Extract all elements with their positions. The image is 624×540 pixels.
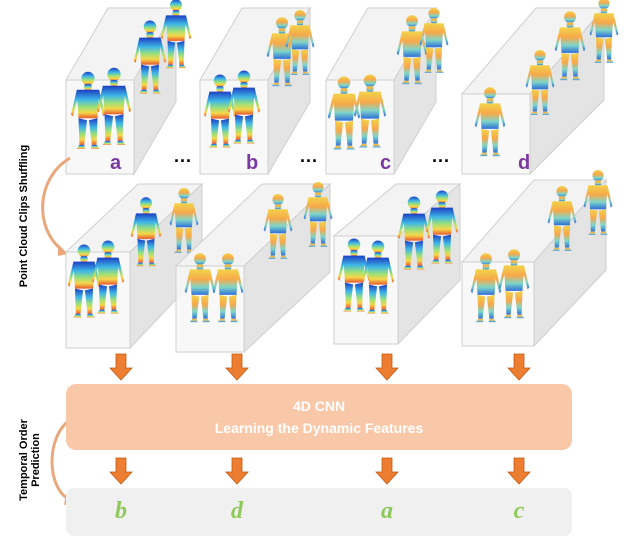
clip-letter-a: a	[110, 152, 122, 174]
clip-letter-d: d	[518, 152, 531, 174]
shuffling-label: Point Cloud Clips Shuffling	[14, 136, 34, 296]
shuffled-clip-box-1	[64, 182, 204, 350]
cnn-title: 4D CNN	[292, 398, 346, 414]
prediction-4: c	[513, 498, 525, 524]
shuffled-clip-box-4	[460, 170, 613, 348]
clip-letter-c: c	[380, 152, 392, 174]
ellipsis-1: ...	[174, 146, 193, 166]
cnn-block: 4D CNN Learning the Dynamic Features	[66, 384, 572, 450]
shuffling-label-text: Point Cloud Clips Shuffling	[18, 144, 30, 288]
prediction-1: b	[115, 498, 127, 524]
ellipsis-2: ...	[300, 146, 319, 166]
clip-box-a	[65, 0, 192, 176]
arrows-to-predictions	[109, 457, 531, 485]
shuffled-clip-box-2	[174, 182, 333, 354]
temporal-order-label: Temporal Order Prediction	[10, 400, 50, 520]
clip-box-b	[199, 6, 315, 176]
clip-box-d	[460, 0, 619, 176]
temporal-order-label-line1: Temporal Order	[18, 419, 30, 501]
temporal-order-label-inner: Temporal Order Prediction	[18, 419, 42, 501]
prediction-panel	[66, 488, 572, 536]
prediction-2: d	[231, 498, 243, 524]
cnn-subtitle: Learning the Dynamic Features	[214, 420, 424, 436]
clip-box-c	[325, 6, 449, 176]
shuffled-clip-box-3	[332, 182, 462, 346]
arrows-to-cnn	[109, 353, 531, 381]
prediction-3: a	[381, 498, 393, 524]
temporal-order-label-line2: Prediction	[30, 433, 42, 487]
ellipsis-3: ...	[432, 146, 451, 166]
clip-letter-b: b	[246, 152, 259, 174]
